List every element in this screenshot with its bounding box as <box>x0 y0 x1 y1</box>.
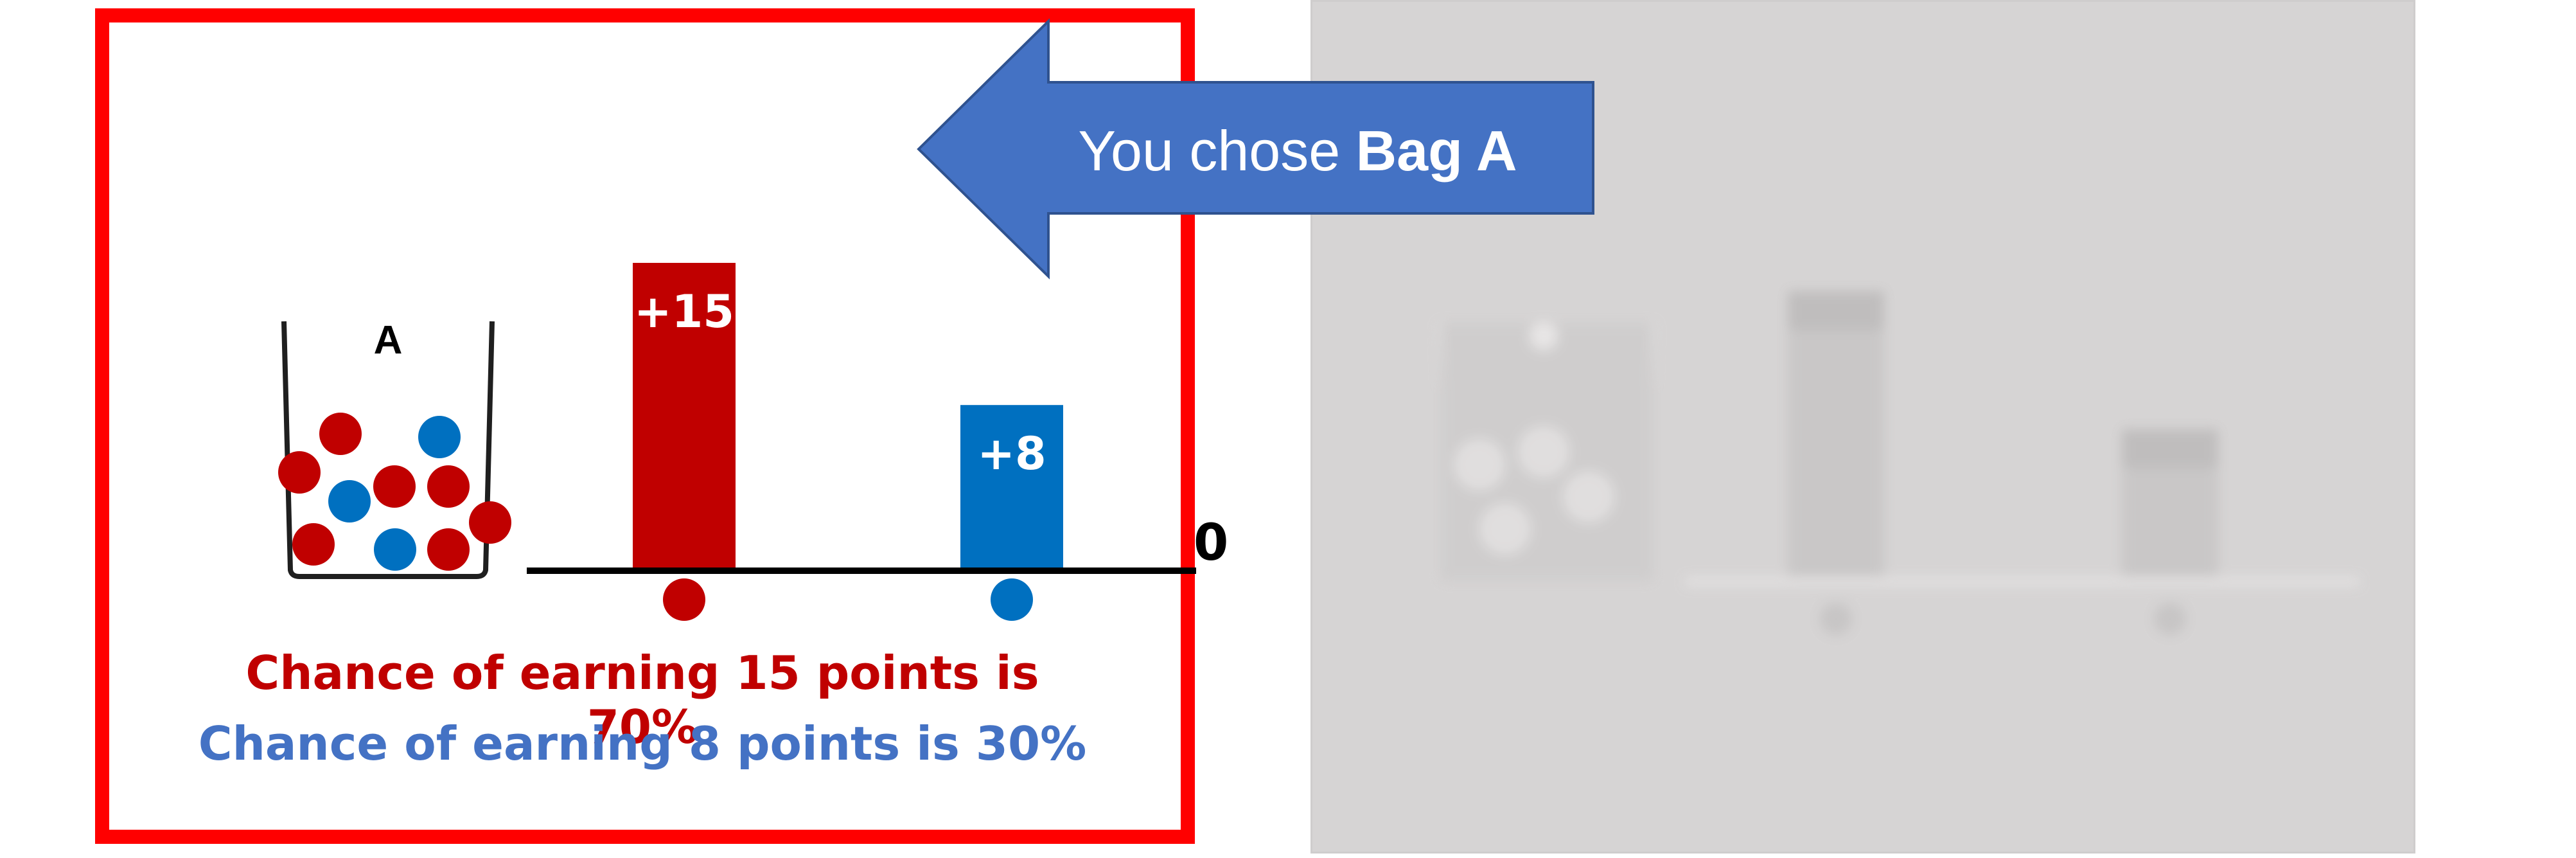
red-ball <box>427 528 470 571</box>
baseline-axis <box>527 568 1196 574</box>
blue-ball <box>374 528 416 571</box>
red-ball <box>373 465 416 508</box>
outcome-label-15: +15 <box>634 285 734 338</box>
bag-a-label: A <box>374 318 403 362</box>
blue-outcome-ball <box>991 578 1033 621</box>
blue-ball <box>418 416 461 458</box>
red-ball <box>427 465 470 508</box>
red-ball <box>319 413 362 455</box>
red-ball <box>292 523 335 566</box>
blue-ball <box>328 480 371 523</box>
bag-a-balls <box>278 413 511 571</box>
red-ball <box>278 451 321 494</box>
chance-text-red: Chance of earning 15 points is 70% <box>245 646 1039 754</box>
red-ball <box>469 501 511 544</box>
outcome-bar-8 <box>960 405 1063 568</box>
callout-text: You chose Bag A <box>989 109 1606 193</box>
callout-choice: Bag A <box>1355 119 1517 183</box>
outcome-label-8: +8 <box>977 427 1046 480</box>
zero-axis-label: 0 <box>1194 514 1229 572</box>
bag-b-blurred-graphic <box>1438 291 2360 635</box>
red-outcome-ball <box>663 578 705 621</box>
bag-a-graphic: A +15 +8 <box>278 263 1196 621</box>
chance-text-blue: Chance of earning 8 points is 30% <box>198 717 1087 771</box>
outcome-bar-15 <box>633 263 736 568</box>
bag-a-outline <box>281 321 495 579</box>
callout-prefix: You chose <box>1078 119 1356 183</box>
